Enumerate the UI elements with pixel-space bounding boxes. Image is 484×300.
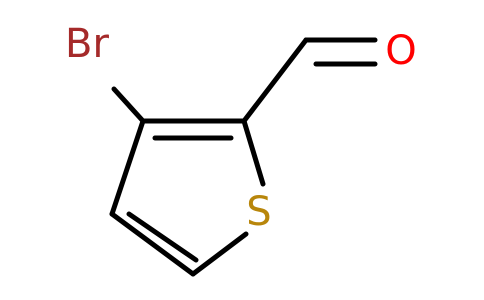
bond-c5-s: [190, 231, 249, 277]
bromine-label: Br: [65, 21, 109, 67]
sulfur-label: S: [246, 189, 271, 235]
bond-s-c2: [241, 118, 266, 187]
oxygen-label: O: [385, 28, 416, 74]
bond-c2-cho: [241, 37, 309, 124]
bond-c4-c5: [109, 211, 196, 277]
bond-c4-c5-double: [126, 211, 199, 263]
bond-c3-br: [111, 86, 146, 124]
bond-c3-c4: [109, 118, 146, 217]
